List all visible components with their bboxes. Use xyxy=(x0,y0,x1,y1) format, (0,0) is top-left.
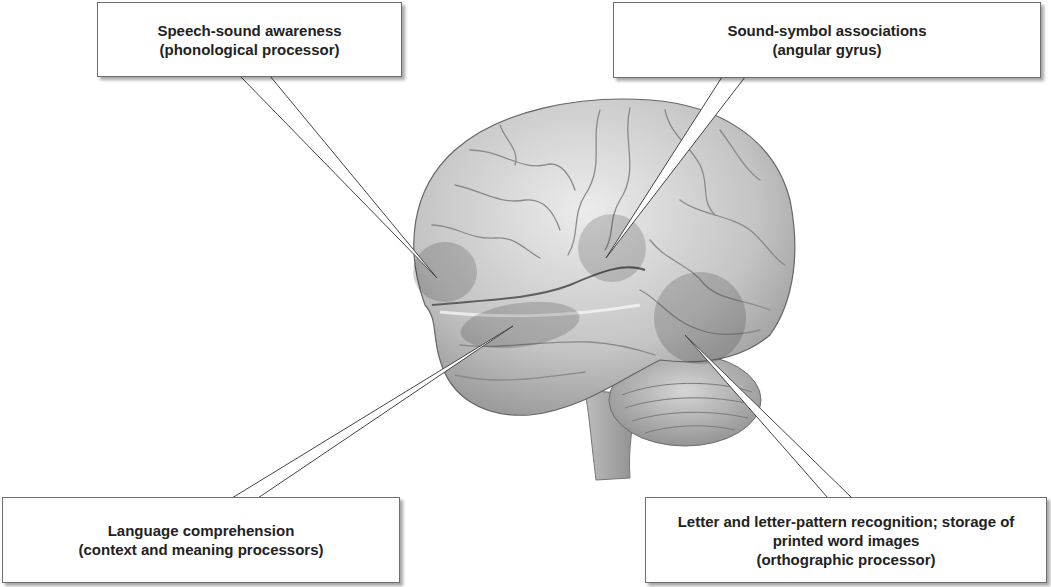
leader-line xyxy=(232,326,513,498)
comprehension-region xyxy=(458,295,583,355)
cerebrum xyxy=(414,99,795,415)
callout-heading: Letter and letter-pattern recognition; s… xyxy=(674,512,1019,550)
leader-line xyxy=(606,77,745,258)
callout-heading: Sound-symbol associations xyxy=(727,21,926,40)
leader-line xyxy=(240,76,437,278)
callout-heading: Speech-sound awareness xyxy=(157,21,341,40)
callout-subheading: (context and meaning processors) xyxy=(78,540,323,559)
leader-line xyxy=(685,335,852,498)
callout-box: Language comprehension(context and meani… xyxy=(2,497,400,583)
phonological-region xyxy=(413,242,477,302)
callout-box: Speech-sound awareness(phonological proc… xyxy=(97,2,402,77)
callout-heading: Language comprehension xyxy=(108,521,295,540)
callout-box: Letter and letter-pattern recognition; s… xyxy=(645,497,1047,583)
gyri xyxy=(432,108,785,380)
leader-lines xyxy=(232,76,852,498)
callout-subheading: (angular gyrus) xyxy=(772,40,881,59)
callout-subheading: (phonological processor) xyxy=(159,40,339,59)
callout-box: Sound-symbol associations(angular gyrus) xyxy=(613,2,1041,78)
callout-subheading: (orthographic processor) xyxy=(756,550,935,569)
